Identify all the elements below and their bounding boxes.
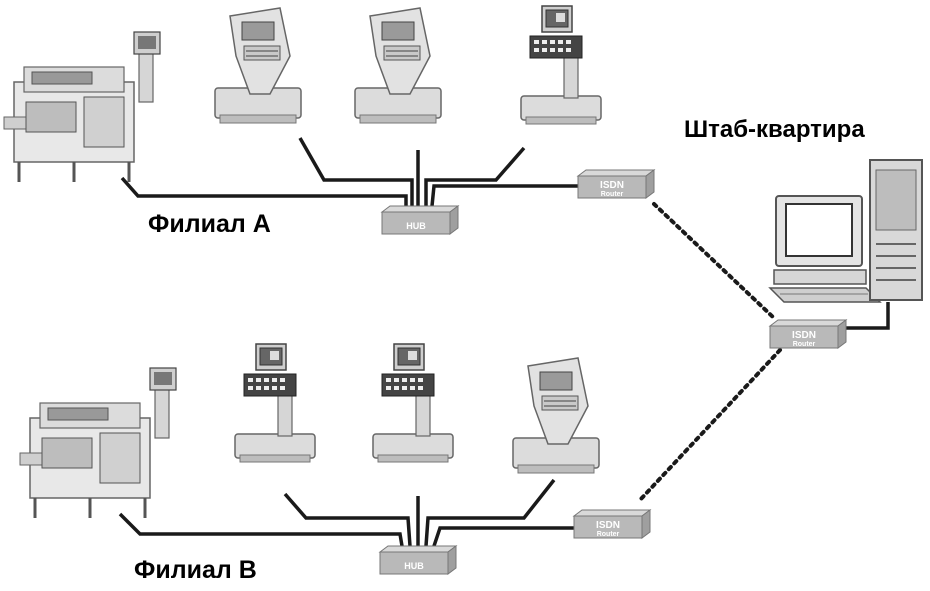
isdn-router-hq: ISDN Router <box>769 319 847 349</box>
isdn-router-b: ISDN Router <box>573 509 651 539</box>
branch-a-label: Филиал A <box>148 210 271 238</box>
router-a-isdn-label: ISDN <box>600 180 624 191</box>
server-tower-icon <box>869 159 923 301</box>
hub-b: HUB <box>379 545 457 575</box>
router-hq-router-label: Router <box>793 341 816 348</box>
pc-scale-icon <box>520 5 602 125</box>
wrapping-machine-icon <box>2 30 162 184</box>
wrapping-machine-icon <box>18 366 178 520</box>
isdn-dotted-links <box>638 202 782 502</box>
router-a-router-label: Router <box>601 191 624 198</box>
hub-a-label: HUB <box>406 221 426 231</box>
hub-b-label: HUB <box>404 561 424 571</box>
router-hq-isdn-label: ISDN <box>792 330 816 341</box>
branch-b-label: Филиал B <box>134 556 257 584</box>
computer-icon <box>768 195 882 303</box>
pc-scale-icon <box>234 343 316 463</box>
scale-icon <box>354 7 442 124</box>
branch-a-cables <box>120 137 581 207</box>
branch-b-cables <box>118 478 578 547</box>
pc-scale-icon <box>372 343 454 463</box>
headquarters-label: Штаб-квартира <box>684 116 865 143</box>
scale-icon <box>512 357 600 474</box>
router-b-isdn-label: ISDN <box>596 520 620 531</box>
isdn-router-a: ISDN Router <box>577 169 655 199</box>
hub-a: HUB <box>381 205 459 235</box>
router-b-router-label: Router <box>597 531 620 538</box>
hq-cable <box>836 302 890 330</box>
scale-icon <box>214 7 302 124</box>
